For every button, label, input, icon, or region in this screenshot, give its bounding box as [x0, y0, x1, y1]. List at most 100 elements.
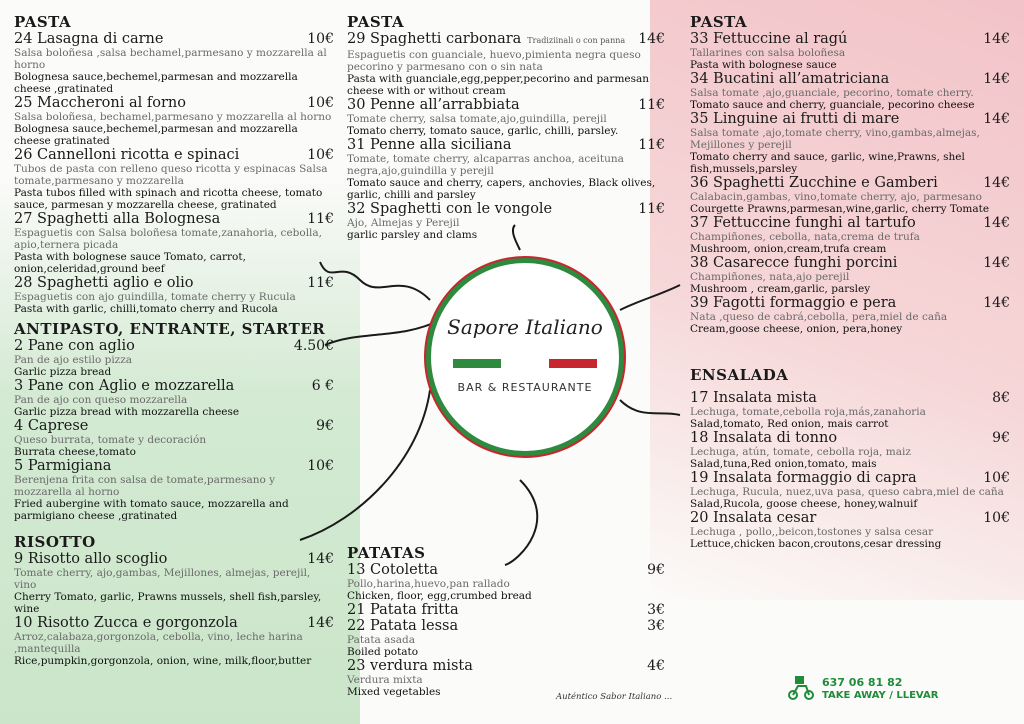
dish-note: Tradiziinali o con panna [527, 36, 626, 45]
dish-description-es: Tomate cherry, salsa tomate,ajo,guindill… [347, 113, 607, 125]
dish-name: 2 Pane con aglio [14, 338, 135, 354]
dish-price: 14€ [983, 215, 1010, 231]
dish-name: 17 Insalata mista [690, 390, 817, 406]
takeaway-label: TAKE AWAY / LLEVAR [822, 690, 939, 701]
dish-description-es: Espaguetis con guanciale, huevo,pimienta… [347, 49, 641, 73]
dish-name: 24 Lasagna di carne [14, 31, 164, 47]
menu-item: 24 Lasagna di carne 10€Salsa boloñesa ,sa… [14, 31, 334, 95]
dish-description-en: Garlic pizza bread [14, 366, 112, 378]
dish-name: 37 Fettuccine funghi al tartufo [690, 215, 916, 231]
dish-price: 8€ [992, 390, 1010, 406]
dish-description-en: garlic parsley and clams [347, 229, 478, 241]
dish-name: 21 Patata fritta [347, 602, 459, 618]
dish-price: 14€ [983, 71, 1010, 87]
dish-description-en: Courgette Prawns,parmesan,wine,garlic, c… [690, 203, 990, 215]
dish-name: 19 Insalata formaggio di capra [690, 470, 917, 486]
dish-description-es: Champiñones, cebolla, nata,crema de truf… [690, 231, 920, 243]
dish-description-en: Tomato sauce and cherry, guanciale, peco… [690, 99, 975, 111]
dish-price: 11€ [307, 211, 334, 227]
dish-price: 10€ [307, 31, 334, 47]
menu-item: 21 Patata fritta 3€ [347, 602, 665, 618]
dish-price: 14€ [638, 31, 665, 47]
dish-description-es: Verdura mixta [347, 674, 423, 686]
dish-description-es: Pan de ajo estilo pizza [14, 354, 133, 366]
dish-name: 3 Pane con Aglio e mozzarella [14, 378, 235, 394]
dish-name: 38 Casarecce funghi porcini [690, 255, 898, 271]
dish-description-es: Berenjena frita con salsa de tomate,parm… [14, 474, 276, 498]
dish-name: 10 Risotto Zucca e gorgonzola [14, 615, 238, 631]
ensalada-list: 17 Insalata mista 8€ Lechuga, tomate,cebol… [690, 390, 1010, 550]
italian-flag [453, 359, 597, 368]
dish-description-en: Pasta with garlic, chilli,tomato cherry … [14, 303, 278, 315]
dish-price: 11€ [638, 201, 665, 217]
section-title-ensalada: ENSALADA [690, 366, 789, 384]
dish-description-es: Salsa boloñesa ,salsa bechamel,parmesano… [14, 47, 327, 71]
dish-description-es: Lechuga , pollo,,beicon,tostones y salsa… [690, 526, 934, 538]
dish-price: 6 € [311, 378, 334, 394]
menu-item: 28 Spaghetti aglio e olio 11€ Espaguetis c… [14, 275, 334, 315]
dish-description-es: Tubos de pasta con relleno queso ricotta… [14, 163, 328, 187]
dish-description-en: Bolognesa sauce,bechemel,parmesan and mo… [14, 71, 298, 95]
dish-description-es: Ajo, Almejas y Perejil [347, 217, 460, 229]
dish-price: 10€ [307, 147, 334, 163]
dish-name: 36 Spaghetti Zucchine e Gamberi [690, 175, 938, 191]
dish-price: 3€ [647, 602, 665, 618]
dish-description-en: Cream,goose cheese, onion, pera,honey [690, 323, 903, 335]
dish-name: 25 Maccheroni al forno [14, 95, 186, 111]
delivery-scooter-icon [788, 676, 814, 700]
dish-description-es: Espaguetis con ajo guindilla, tomate che… [14, 291, 296, 303]
phone-number[interactable]: 637 06 81 82 [822, 676, 903, 689]
dish-description-en: Cherry Tomato, garlic, Prawns mussels, s… [14, 591, 322, 615]
dish-price: 10€ [983, 510, 1010, 526]
dish-description-en: Fried aubergine with tomato sauce, mozza… [14, 498, 289, 522]
restaurant-logo: Sapore Italiano BAR & RESTAURANTE [426, 258, 624, 456]
dish-name: 23 verdura mista [347, 658, 473, 674]
menu-item: 17 Insalata mista 8€ Lechuga, tomate,cebol… [690, 390, 1010, 430]
dish-description-es: Lechuga, tomate,cebolla roja,más,zanahor… [690, 406, 926, 418]
dish-name: 26 Cannelloni ricotta e spinaci [14, 147, 240, 163]
dish-price: 11€ [307, 275, 334, 291]
dish-name: 39 Fagotti formaggio e pera [690, 295, 897, 311]
dish-description-es: Patata asada [347, 634, 416, 646]
dish-price: 14€ [983, 295, 1010, 311]
dish-description-es: Tallarines con salsa boloñesa [690, 47, 846, 59]
arrow-to-antipasto [324, 319, 441, 346]
flag-green-stripe [453, 359, 501, 368]
arrow-to-col3 [619, 284, 681, 311]
dish-price: 9€ [992, 430, 1010, 446]
section-title-pasta: PASTA [14, 13, 72, 31]
dish-description-en: Salad,tomato, Red onion, mais carrot [690, 418, 889, 430]
dish-description-es: Champiñones, nata,ajo perejil [690, 271, 850, 283]
dish-name: 18 Insalata di tonno [690, 430, 838, 446]
dish-description-en: Garlic pizza bread with mozzarella chees… [14, 406, 240, 418]
dish-name: 28 Spaghetti aglio e olio [14, 275, 194, 291]
menu-item: 3 Pane con Aglio e mozzarella 6 € Pan de a… [14, 378, 334, 418]
dish-price: 14€ [983, 111, 1010, 127]
logo-subtitle: BAR & RESTAURANTE [457, 381, 593, 394]
dish-price: 14€ [307, 551, 334, 567]
dish-description-en: Burrata cheese,tomato [14, 446, 136, 458]
dish-price: 9€ [316, 418, 334, 434]
dish-description-es: Nata ,queso de cabrá,cebolla, pera,miel … [690, 311, 948, 323]
dish-description-es: Pan de ajo con queso mozzarella [14, 394, 188, 406]
dish-description-es: Espaguetis con Salsa boloñesa tomate,zan… [14, 227, 323, 251]
